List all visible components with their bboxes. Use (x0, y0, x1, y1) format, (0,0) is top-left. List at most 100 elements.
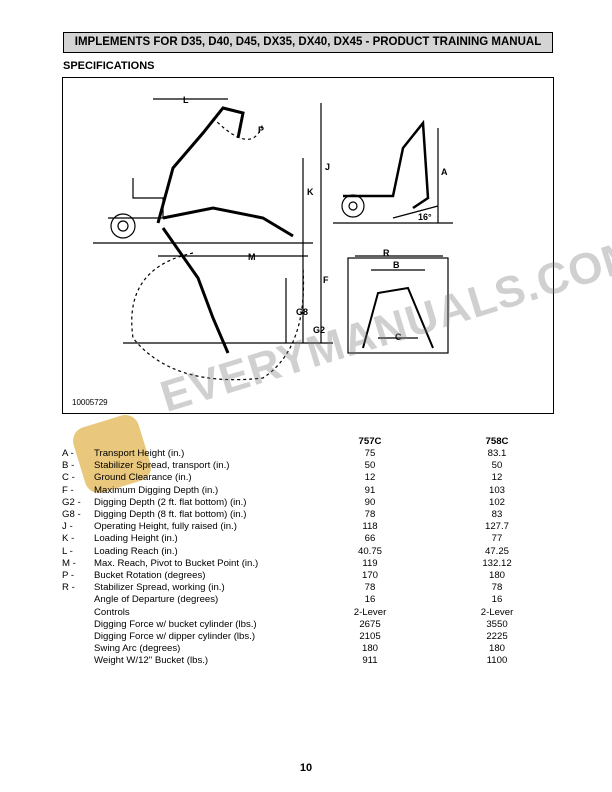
page-header: IMPLEMENTS FOR D35, D40, D45, DX35, DX40… (63, 32, 553, 53)
row-code: G2 - (62, 496, 81, 508)
value-757c: 91 (364, 484, 376, 496)
value-758c: 83.1 (487, 448, 507, 459)
label-C: C (395, 332, 402, 342)
row-label: Digging Force w/ dipper cylinder (lbs.) (94, 631, 256, 642)
row-label: Digging Depth (8 ft. flat bottom) (in.) (94, 509, 247, 520)
table-row: Weight W/12" Bucket (lbs.) 911 1100 (62, 655, 552, 667)
value-758c: 77 (491, 533, 503, 545)
value-757c: 2-Lever (353, 606, 387, 618)
value-758c: 83 (491, 509, 503, 520)
row-code: F - (62, 484, 74, 496)
row-label: Stabilizer Spread, transport (in.) (94, 460, 230, 472)
value-758c: 102 (488, 496, 505, 508)
value-758c: 103 (488, 484, 505, 496)
label-G2: G2 (313, 325, 325, 335)
value-758c: 127.7 (484, 521, 509, 533)
value-757c: 180 (361, 643, 378, 655)
row-code: C - (62, 472, 75, 484)
table-row: P - Bucket Rotation (degrees) 170 180 (62, 570, 552, 582)
row-label: Controls (94, 606, 130, 618)
value-757c: 12 (364, 472, 376, 484)
value-758c: 16 (491, 594, 503, 606)
value-757c: 2105 (359, 631, 381, 642)
label-B: B (393, 260, 400, 270)
table-row: C - Ground Clearance (in.) 12 12 (62, 472, 552, 484)
table-row: B - Stabilizer Spread, transport (in.) 50 5… (62, 460, 552, 472)
value-758c: 3550 (486, 618, 508, 630)
label-G8: G8 (296, 307, 308, 317)
value-758c: 180 (488, 570, 505, 581)
table-row: F - Maximum Digging Depth (in.) 91 103 (62, 485, 552, 497)
section-title: SPECIFICATIONS (63, 60, 155, 72)
row-code: B - (62, 460, 75, 472)
page-number: 10 (299, 762, 313, 774)
table-row: J - Operating Height, fully raised (in.) 1… (62, 521, 552, 533)
row-label: Weight W/12" Bucket (lbs.) (94, 655, 209, 667)
value-757c: 911 (362, 655, 378, 667)
row-label: Loading Height (in.) (94, 533, 178, 545)
label-A: A (441, 167, 448, 177)
table-row: M - Max. Reach, Pivot to Bucket Point (in… (62, 558, 552, 570)
row-label: Digging Depth (2 ft. flat bottom) (in.) (94, 496, 247, 508)
value-758c: 50 (491, 460, 503, 472)
row-label: Bucket Rotation (degrees) (94, 570, 206, 581)
row-code: L - (62, 545, 73, 557)
row-label: Digging Force w/ bucket cylinder (lbs.) (94, 618, 257, 630)
table-row: Angle of Departure (degrees) 16 16 (62, 594, 552, 606)
column-757c: 757C (358, 436, 382, 447)
value-758c: 2225 (486, 631, 508, 642)
value-758c: 12 (491, 472, 503, 484)
table-row: Digging Force w/ dipper cylinder (lbs.) 2… (62, 631, 552, 643)
row-code: R - (62, 582, 75, 594)
row-label: Ground Clearance (in.) (94, 472, 192, 484)
value-758c: 78 (491, 582, 503, 594)
row-code: M - (62, 557, 76, 569)
value-757c: 170 (361, 570, 378, 581)
table-header: 757C 758C (62, 436, 552, 448)
row-label: Operating Height, fully raised (in.) (94, 521, 237, 533)
specification-diagram: L P J K M F G8 G2 A 16° R B C (62, 77, 554, 414)
value-758c: 180 (488, 643, 505, 655)
row-label: Maximum Digging Depth (in.) (94, 484, 219, 496)
table-row: Swing Arc (degrees) 180 180 (62, 643, 552, 655)
value-757c: 90 (364, 496, 376, 508)
label-J: J (325, 162, 330, 172)
figure-id: 10005729 (72, 398, 108, 407)
row-code: P - (62, 570, 75, 581)
row-label: Loading Reach (in.) (94, 545, 178, 557)
value-757c: 75 (364, 448, 376, 459)
table-row: Digging Force w/ bucket cylinder (lbs.) 2… (62, 619, 552, 631)
value-757c: 2675 (359, 618, 381, 630)
value-757c: 118 (362, 521, 378, 533)
value-758c: 2-Lever (480, 606, 514, 618)
value-757c: 50 (364, 460, 376, 472)
label-M: M (248, 252, 256, 262)
table-row: G8 - Digging Depth (8 ft. flat bottom) (i… (62, 509, 552, 521)
row-label: Transport Height (in.) (94, 448, 185, 459)
label-K: K (307, 187, 314, 197)
row-label: Max. Reach, Pivot to Bucket Point (in.) (94, 557, 259, 569)
column-758c: 758C (485, 436, 509, 447)
row-label: Stabilizer Spread, working (in.) (94, 582, 225, 594)
value-757c: 119 (362, 557, 378, 569)
row-label: Angle of Departure (degrees) (94, 594, 219, 606)
label-R: R (383, 248, 390, 258)
row-code: G8 - (62, 509, 81, 520)
table-row: G2 - Digging Depth (2 ft. flat bottom) (i… (62, 497, 552, 509)
value-758c: 132.12 (482, 557, 512, 569)
value-757c: 40.75 (357, 545, 382, 557)
table-row: Controls 2-Lever 2-Lever (62, 607, 552, 619)
label-P: P (258, 125, 264, 135)
row-label: Swing Arc (degrees) (94, 643, 181, 655)
value-758c: 1100 (486, 655, 508, 667)
label-angle: 16° (418, 212, 432, 222)
label-F: F (323, 275, 329, 285)
value-757c: 16 (364, 594, 376, 606)
row-code: J - (62, 521, 73, 533)
label-L: L (183, 95, 189, 105)
